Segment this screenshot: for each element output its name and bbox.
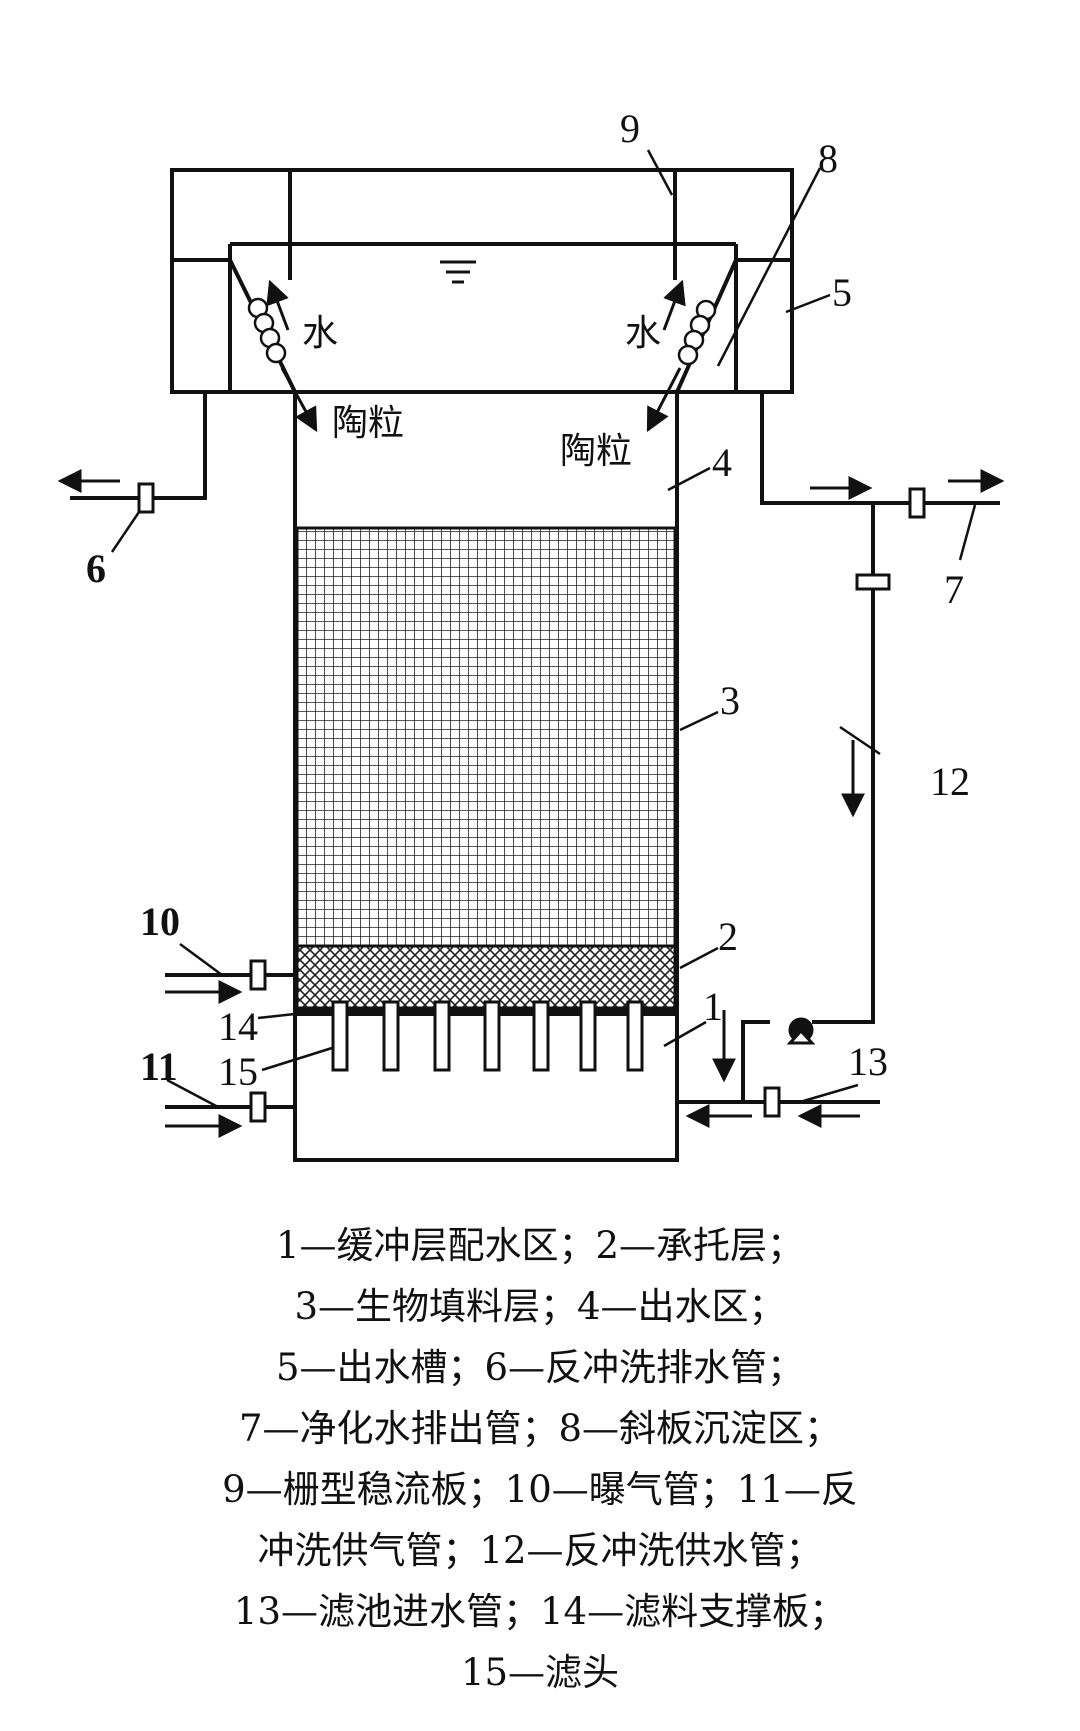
ceramsite-particles-left	[247, 297, 287, 364]
ceramsite-down-arrow-right	[646, 367, 682, 433]
caption-line: 3—生物填料层；4—出水区；	[294, 1285, 786, 1328]
ceramsite-particles-right	[677, 299, 717, 366]
right-outlet-trough	[734, 258, 794, 394]
ceramsite-text-left: 陶粒	[332, 403, 404, 444]
label-2: 2	[718, 914, 738, 959]
caption-line: 15—滤头	[460, 1651, 620, 1694]
label-4: 4	[712, 440, 732, 485]
label-9: 9	[620, 106, 640, 151]
aeration-valve	[249, 959, 267, 991]
label-3: 3	[720, 678, 740, 723]
caption-line: 9—栅型稳流板；10—曝气管；11—反	[222, 1468, 858, 1511]
purified-water-outlet-pipe	[760, 392, 1000, 505]
label-6: 6	[86, 546, 106, 591]
water-level-symbol	[440, 260, 476, 284]
caption-line: 13—滤池进水管；14—滤料支撑板；	[233, 1590, 847, 1633]
filter-diagram: 1 2 3 4 5 6 7 8 9 10 11 12 13 14 15 水 水 …	[57, 106, 1005, 1162]
ceramsite-text-right: 陶粒	[560, 431, 632, 472]
caption-line: 1—缓冲层配水区；2—承托层；	[275, 1224, 805, 1267]
label-14: 14	[218, 1004, 258, 1049]
backwash-water-supply-pipe	[812, 503, 875, 1024]
ceramsite-down-arrow-left	[280, 367, 318, 433]
label-12: 12	[930, 759, 970, 804]
label-10: 10	[140, 899, 180, 944]
inlet-valve	[763, 1086, 781, 1118]
label-1: 1	[703, 984, 723, 1029]
label-5: 5	[832, 270, 852, 315]
water-text-right: 水	[625, 313, 661, 354]
drain-valve	[137, 482, 155, 514]
biofilter-media-layer	[295, 526, 677, 948]
water-text-left: 水	[302, 313, 338, 354]
label-8: 8	[818, 136, 838, 181]
filter-nozzles	[331, 1000, 644, 1072]
label-7: 7	[944, 567, 964, 612]
pump-icon	[786, 1017, 816, 1045]
top-frame	[170, 168, 794, 394]
support-layer	[295, 944, 677, 1010]
backwash-drain-pipe	[70, 392, 207, 500]
left-outlet-trough	[170, 258, 232, 394]
label-13: 13	[848, 1039, 888, 1084]
water-up-arrow-left	[266, 279, 290, 331]
outlet-valve	[908, 487, 926, 519]
water-up-arrow-right	[662, 279, 686, 331]
label-15: 15	[218, 1049, 258, 1094]
caption-line: 冲洗供气管；12—反冲洗供水管；	[257, 1529, 823, 1572]
label-11: 11	[140, 1044, 178, 1089]
legend-caption: 1—缓冲层配水区；2—承托层； 3—生物填料层；4—出水区； 5—出水槽；6—反…	[0, 1215, 1080, 1703]
air-valve	[249, 1091, 267, 1123]
supply-valve	[855, 573, 891, 591]
caption-line: 7—净化水排出管；8—斜板沉淀区；	[238, 1407, 842, 1450]
caption-line: 5—出水槽；6—反冲洗排水管；	[275, 1346, 805, 1389]
